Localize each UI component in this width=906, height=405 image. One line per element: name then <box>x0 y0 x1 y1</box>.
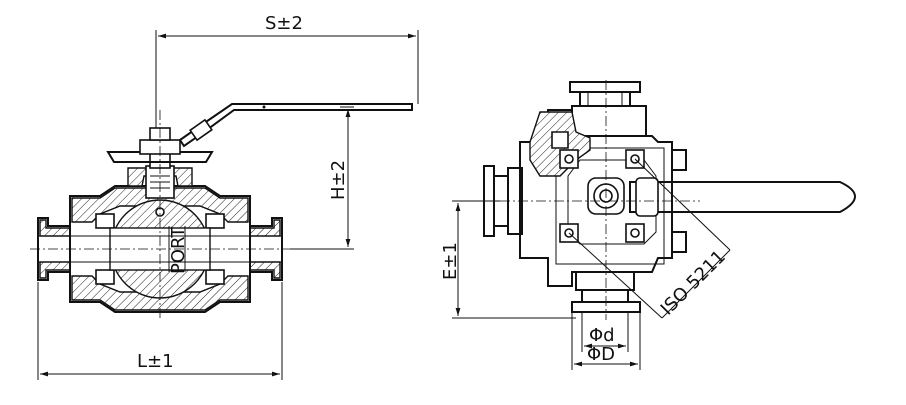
top-ferrule <box>569 81 647 137</box>
inner-diameter-label: Φd <box>589 325 615 346</box>
dimension-diameters: Φd ΦD <box>571 312 641 370</box>
top-view <box>483 80 856 320</box>
handle-lever <box>178 103 413 148</box>
dimension-h-label: H±2 <box>328 160 349 200</box>
valve-body-outline <box>69 185 251 313</box>
dimension-l-label: L±1 <box>137 351 174 372</box>
dimension-s-label: S±2 <box>265 13 303 34</box>
dimension-l: L±1 <box>37 282 283 380</box>
dimension-e: E±1 <box>440 200 576 319</box>
dimension-e-label: E±1 <box>440 242 461 280</box>
top-handle <box>629 177 856 217</box>
port-label: PORT <box>168 226 189 274</box>
dimension-h: H±2 <box>290 106 354 250</box>
dimension-s: S±2 <box>155 13 419 128</box>
side-section-view <box>30 103 413 320</box>
outer-diameter-label: ΦD <box>587 344 615 365</box>
top-body-outline <box>519 109 673 287</box>
